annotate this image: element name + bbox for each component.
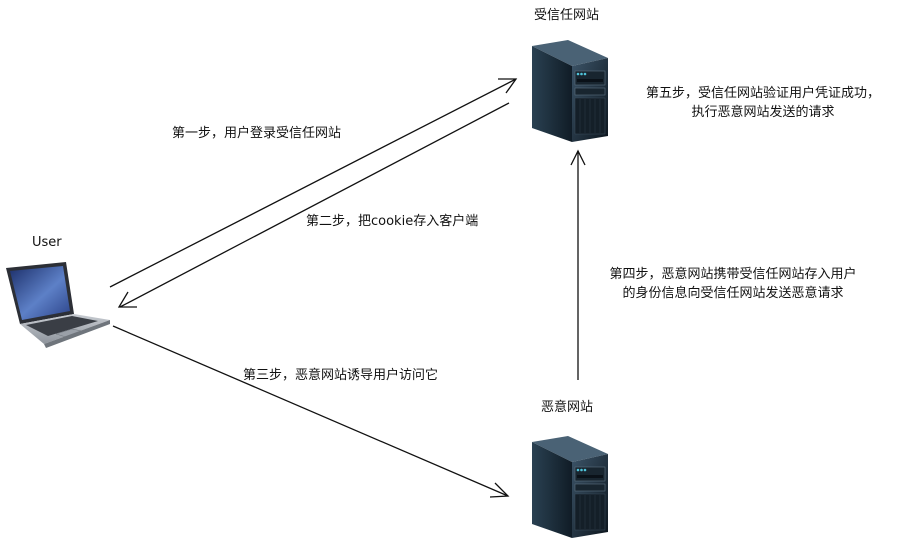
step-5-label: 第五步，受信任网站验证用户凭证成功， 执行恶意网站发送的请求 <box>620 84 906 122</box>
arrow-step-3 <box>112 325 509 497</box>
server-icon <box>532 40 608 142</box>
arrowhead-step-3 <box>489 482 510 498</box>
malicious-site-server <box>530 434 610 544</box>
step-5-line-1: 第五步，受信任网站验证用户凭证成功， <box>645 86 880 101</box>
step-1-label: 第一步，用户登录受信任网站 <box>172 126 342 141</box>
arrowhead-step-4 <box>570 149 586 166</box>
step-4-label: 第四步，恶意网站携带受信任网站存入用户 的身份信息向受信任网站发送恶意请求 <box>583 265 883 303</box>
user-label: User <box>32 235 62 250</box>
laptop-icon <box>6 262 110 348</box>
arrowhead-step-2 <box>117 291 137 308</box>
malicious-site-label: 恶意网站 <box>541 400 594 415</box>
server-icon <box>532 436 608 538</box>
arrowhead-step-1 <box>498 78 518 94</box>
step-4-line-2: 的身份信息向受信任网站发送恶意请求 <box>622 286 844 301</box>
step-3-label: 第三步，恶意网站诱导用户访问它 <box>243 368 439 383</box>
arrow-step-1 <box>109 78 517 288</box>
trusted-site-server <box>530 38 610 148</box>
step-4-line-1: 第四步，恶意网站携带受信任网站存入用户 <box>609 267 857 282</box>
trusted-site-label: 受信任网站 <box>534 8 600 23</box>
user-laptop <box>2 258 112 352</box>
step-5-line-2: 执行恶意网站发送的请求 <box>691 105 835 120</box>
step-2-label: 第二步，把cookie存入客户端 <box>306 214 479 229</box>
arrow-step-2 <box>119 102 510 308</box>
